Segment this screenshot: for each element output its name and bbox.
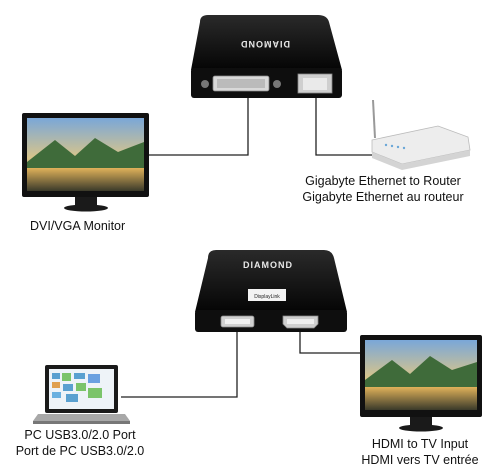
pc-caption: PC USB3.0/2.0 Port Port de PC USB3.0/2.0	[0, 427, 160, 459]
router-caption: Gigabyte Ethernet to Router Gigabyte Eth…	[278, 173, 488, 205]
top-cables	[146, 95, 401, 156]
usb-dock-top: DIAMOND	[191, 15, 342, 98]
router	[371, 99, 471, 170]
pc-caption-en: PC USB3.0/2.0 Port	[24, 428, 136, 442]
dock-logo-bottom: DIAMOND	[243, 260, 293, 270]
ethernet-port	[297, 73, 333, 94]
router-caption-en: Gigabyte Ethernet to Router	[305, 174, 461, 188]
laptop	[33, 365, 130, 424]
tv	[360, 335, 482, 432]
usb-dock-bottom: DIAMOND DisplayLink	[195, 250, 347, 332]
router-caption-fr: Gigabyte Ethernet au routeur	[302, 190, 464, 204]
displaylink-badge: DisplayLink	[248, 289, 286, 301]
dock-bottom-sublabel: DisplayLink	[254, 294, 280, 300]
tv-caption-fr: HDMI vers TV entrée	[361, 453, 479, 467]
dvi-port	[201, 75, 281, 92]
tv-caption: HDMI to TV Input HDMI vers TV entrée	[345, 436, 495, 468]
dock-logo-top: DIAMOND	[240, 39, 290, 49]
monitor	[22, 113, 149, 212]
pc-caption-fr: Port de PC USB3.0/2.0	[15, 444, 145, 458]
tv-caption-en: HDMI to TV Input	[371, 437, 469, 451]
hdmi-port	[282, 315, 319, 329]
usb-port	[220, 315, 255, 328]
monitor-caption: DVI/VGA Monitor	[30, 219, 126, 233]
bottom-cables	[121, 330, 362, 398]
